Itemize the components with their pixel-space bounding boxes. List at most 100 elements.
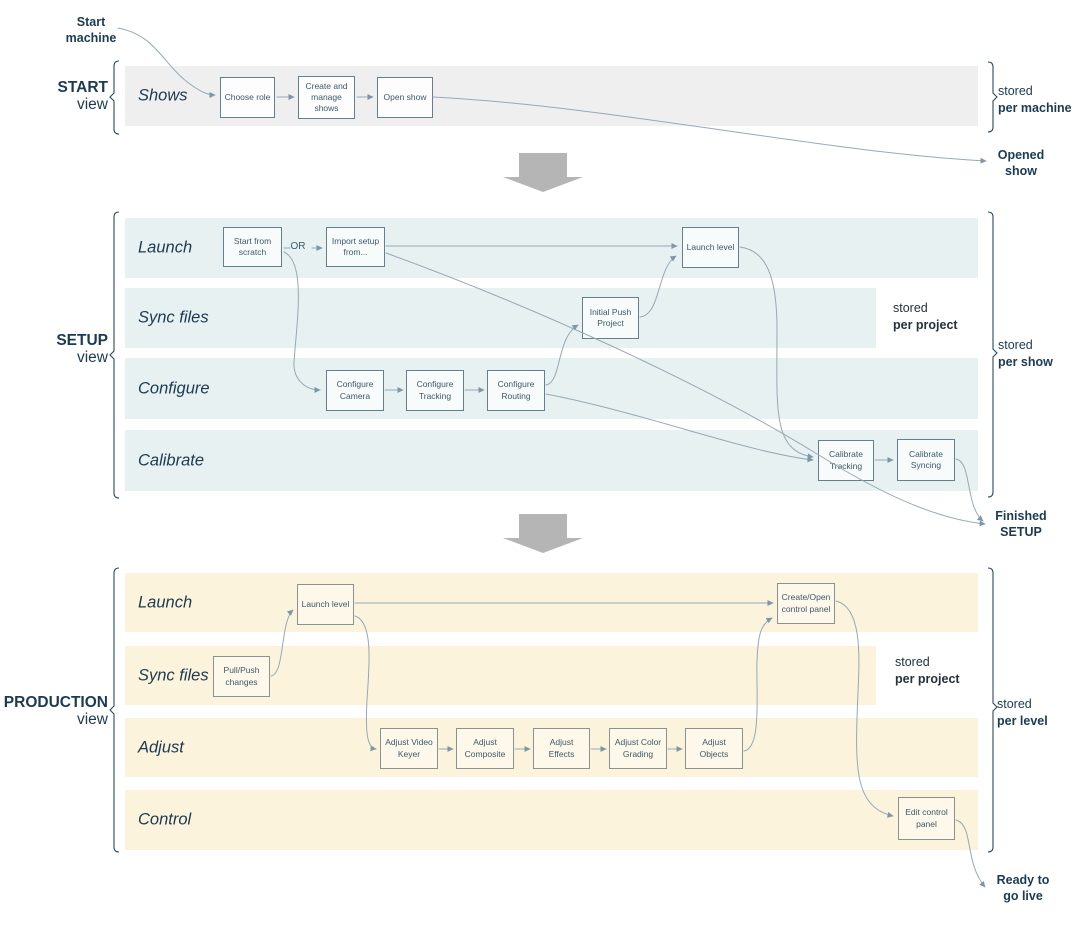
bracket-production-right (987, 567, 998, 853)
view-suffix-start: view (76, 96, 108, 113)
node-import-setup: Import setup from... (326, 227, 385, 267)
lane-label-production-adjust: Adjust (138, 738, 184, 756)
node-label: Adjust Objects (699, 737, 729, 759)
node-label: Calibrate Tracking (828, 449, 864, 471)
node-label: Calibrate Syncing (908, 448, 944, 470)
lane-setup-configure: Configure (125, 358, 978, 419)
node-label: Open show (383, 91, 427, 102)
node-label: Import setup from... (331, 235, 380, 257)
node-label: Adjust Composite (464, 737, 506, 759)
node-label: Launch level (686, 241, 735, 252)
lane-label-production-sync-files: Sync files (138, 666, 209, 684)
lane-label-setup-configure: Configure (138, 379, 210, 397)
lane-production-control: Control (125, 790, 978, 850)
stored-prefix: stored (998, 84, 1033, 98)
stored-scope: per show (998, 354, 1053, 369)
annotation-ready-to-go-live: Ready to go live (980, 872, 1066, 904)
node-label: Initial Push Project (589, 306, 632, 328)
annotation-line: SETUP (1000, 525, 1042, 539)
node-label: Choose role (224, 91, 271, 102)
down-arrow-start-to-setup (503, 153, 583, 192)
lane-label-production-launch: Launch (138, 593, 193, 611)
node-create-manage-shows: Create and manage shows (298, 76, 355, 119)
annotation-line: Ready to (996, 873, 1050, 887)
node-label: Edit control panel (905, 807, 948, 829)
node-launch-level-setup: Launch level (682, 227, 739, 268)
node-label: Adjust Color Grading (614, 737, 662, 759)
node-label: Create and manage shows (305, 80, 348, 114)
lane-label-setup-calibrate: Calibrate (138, 451, 205, 469)
lane-label-setup-sync-files: Sync files (138, 308, 209, 327)
stored-scope: per project (895, 671, 960, 686)
node-label: Adjust Video Keyer (385, 737, 433, 759)
node-initial-push-project: Initial Push Project (582, 297, 639, 339)
node-adjust-composite: Adjust Composite (456, 728, 514, 769)
view-label-setup: SETUP view (0, 332, 108, 366)
node-label: Start from scratch (233, 235, 272, 257)
or-junction-label: OR (290, 241, 306, 252)
down-arrow-setup-to-production (503, 514, 583, 553)
annotation-line: show (1005, 164, 1037, 178)
stored-per-project-setup: stored per project (893, 300, 958, 333)
stored-per-project-production: stored per project (895, 654, 960, 687)
annotation-finished-setup: Finished SETUP (980, 508, 1062, 540)
bracket-start-left (109, 60, 120, 135)
view-name-setup: SETUP (56, 332, 108, 349)
node-adjust-color-grading: Adjust Color Grading (609, 728, 667, 769)
annotation-opened-show: Opened show (980, 147, 1062, 179)
stored-prefix: stored (895, 655, 930, 669)
annotation-line: Finished (995, 509, 1047, 523)
view-suffix-setup: view (76, 349, 108, 366)
node-open-show: Open show (377, 77, 433, 118)
edge-launch-level-to-calibrate-tracking (739, 246, 814, 460)
node-adjust-effects: Adjust Effects (533, 728, 590, 769)
node-configure-camera: Configure Camera (326, 370, 384, 411)
stored-scope: per project (893, 317, 958, 332)
node-calibrate-syncing: Calibrate Syncing (897, 439, 955, 481)
lane-setup-sync-files: Sync files (125, 288, 876, 348)
node-adjust-video-keyer: Adjust Video Keyer (380, 728, 438, 769)
node-start-from-scratch: Start from scratch (223, 227, 282, 267)
annotation-line: Opened (997, 148, 1045, 162)
lane-label-setup-launch: Launch (138, 238, 193, 257)
view-label-production: PRODUCTION view (0, 694, 108, 728)
stored-per-machine: stored per machine (998, 83, 1072, 116)
node-configure-tracking: Configure Tracking (406, 370, 464, 411)
bracket-start-right (987, 61, 998, 133)
node-calibrate-tracking: Calibrate Tracking (818, 440, 874, 481)
node-configure-routing: Configure Routing (487, 370, 545, 411)
stored-per-show: stored per show (998, 337, 1053, 370)
stored-scope: per machine (998, 100, 1072, 115)
view-name-production: PRODUCTION (3, 694, 108, 711)
node-adjust-objects: Adjust Objects (685, 728, 743, 769)
edge-create-open-to-edit-panel (835, 600, 894, 818)
stored-prefix: stored (997, 697, 1032, 711)
lane-label-production-control: Control (138, 810, 192, 829)
node-create-open-control-panel: Create/Open control panel (777, 583, 835, 624)
stored-prefix: stored (998, 338, 1033, 352)
annotation-line: go live (1003, 889, 1043, 903)
annotation-line: Start (76, 15, 106, 29)
node-label: Create/Open control panel (781, 592, 831, 614)
stored-scope: per level (997, 713, 1048, 728)
node-label: Adjust Effects (548, 737, 575, 759)
annotation-line: machine (65, 31, 117, 45)
node-pull-push-changes: Pull/Push changes (213, 656, 270, 697)
view-suffix-production: view (76, 711, 108, 728)
node-label: Configure Tracking (416, 379, 454, 401)
lane-label-shows: Shows (138, 86, 188, 105)
node-label: Launch level (301, 598, 350, 609)
node-launch-level-production: Launch level (297, 584, 354, 625)
bracket-production-left (109, 567, 120, 853)
annotation-start-machine: Start machine (48, 14, 134, 46)
stored-per-level: stored per level (997, 696, 1048, 729)
lane-production-launch: Launch (125, 573, 978, 632)
bracket-setup-left (109, 211, 120, 499)
stored-prefix: stored (893, 301, 928, 315)
view-name-start: START (57, 79, 108, 96)
node-label: Configure Routing (497, 379, 535, 401)
bracket-setup-right (987, 211, 998, 498)
node-label: Pull/Push changes (223, 665, 260, 687)
node-choose-role: Choose role (220, 77, 275, 118)
